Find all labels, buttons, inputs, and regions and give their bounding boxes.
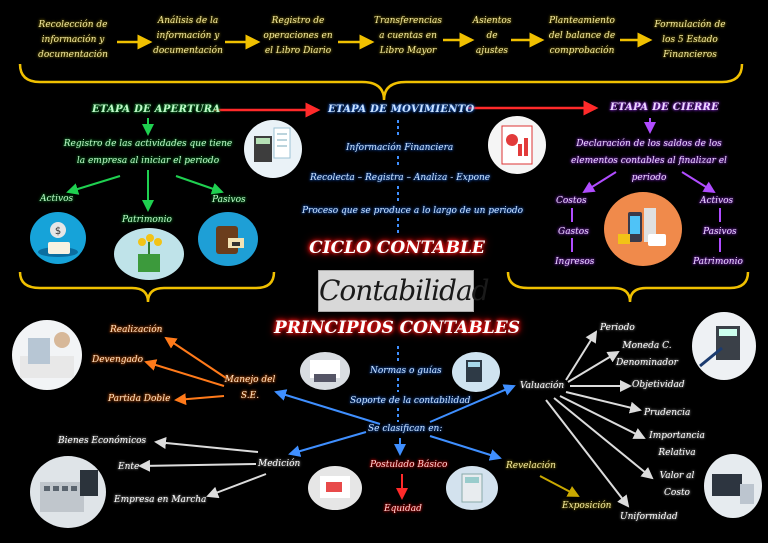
- apertura-item-patrimonio: Patrimonio: [122, 215, 172, 225]
- principios-contables-title: PRINCIPIOS CONTABLES: [274, 318, 520, 338]
- movimiento-process: Proceso que se produce a lo largo de un …: [302, 206, 524, 216]
- process-step-5: Asientos de ajustes: [472, 16, 512, 56]
- wallet-icon: [198, 212, 258, 266]
- cierre-connectors: [571, 118, 721, 252]
- postulado-item-equidad: Equidad: [384, 504, 422, 514]
- revelacion-label: Revelación: [506, 461, 556, 471]
- stage-arrows: [214, 100, 599, 118]
- principios-soporte: Soporte de la contabilidad: [350, 396, 471, 406]
- medicion-connectors: [138, 437, 267, 499]
- calculator-documents-icon: [244, 120, 302, 178]
- valuacion-item-periodo: Periodo: [600, 323, 635, 333]
- cierre-right-pasivos: Pasivos: [703, 227, 737, 237]
- keyboard-calculator-icon: [30, 456, 106, 528]
- left-brace: [18, 271, 276, 303]
- manejo-item-partida-doble: Partida Doble: [108, 394, 171, 404]
- cierre-left-gastos: Gastos: [558, 227, 589, 237]
- cierre-left-ingresos: Ingresos: [555, 257, 595, 267]
- principios-normas: Normas o guías: [370, 366, 442, 376]
- cierre-right-patrimonio: Patrimonio: [693, 257, 743, 267]
- postulado-label: Postulado Básico: [370, 460, 448, 470]
- finance-devices-icon: [604, 192, 682, 266]
- valuacion-label: Valuación: [520, 381, 565, 391]
- manejo-connectors: [144, 336, 227, 406]
- stage-cierre-title: ETAPA DE CIERRE: [610, 102, 720, 113]
- process-step-3: Registro de operaciones en el Libro Diar…: [263, 16, 333, 56]
- cierre-left-costos: Costos: [556, 196, 587, 206]
- apertura-item-activos: Activos: [40, 194, 74, 204]
- revelacion-item-exposicion: Exposición: [562, 501, 612, 511]
- apertura-item-pasivos: Pasivos: [212, 195, 246, 205]
- valuacion-item-importancia: Importancia Relativa: [649, 431, 705, 458]
- medicion-item-ente: Ente: [118, 462, 140, 472]
- valuacion-item-prudencia: Prudencia: [644, 408, 691, 418]
- revelacion-connector: [539, 475, 580, 497]
- valuacion-connectors: [545, 330, 654, 508]
- principios-branches: [274, 384, 516, 461]
- process-step-4: Transferencias a cuentas en Libro Mayor: [373, 16, 443, 56]
- valuacion-item-moneda: Moneda C. Denominador: [616, 341, 678, 368]
- handshake-icon: [300, 352, 350, 390]
- svg-text:$: $: [55, 226, 61, 237]
- top-process-arrows: [117, 32, 653, 50]
- top-brace: [18, 63, 744, 101]
- contabilidad-logo: Contabilidad: [318, 270, 490, 312]
- money-bag-icon: $: [30, 212, 86, 264]
- laptop-calculator-icon: [704, 454, 762, 518]
- money-report-icon: [308, 466, 362, 510]
- process-step-1: Recolección de información y documentaci…: [38, 20, 108, 60]
- calculator-hand-icon: [452, 352, 500, 392]
- right-brace: [506, 271, 750, 303]
- cierre-description: Declaración de los saldos de los element…: [571, 139, 727, 183]
- apertura-description: Registro de las actividades que tiene la…: [63, 139, 233, 166]
- medicion-item-bienes: Bienes Económicos: [58, 436, 147, 446]
- manejo-label: Manejo del S.E.: [224, 375, 276, 401]
- growing-plant-icon: [114, 228, 184, 280]
- valuacion-item-uniformidad: Uniformidad: [620, 512, 678, 522]
- apertura-connectors: [66, 118, 224, 212]
- calculator-icon: [446, 466, 498, 510]
- stage-movimiento-title: ETAPA DE MOVIMIENTO: [328, 104, 475, 115]
- valuacion-item-objetividad: Objetividad: [632, 380, 685, 390]
- manejo-item-devengado: Devengado: [92, 355, 144, 365]
- manejo-item-realizacion: Realización: [110, 325, 163, 335]
- process-step-6: Planteamiento del balance de comprobació…: [548, 16, 616, 56]
- principios-clasifican: Se clasifican en:: [368, 424, 443, 434]
- movimiento-steps: Recolecta – Registra – Analiza - Expone: [310, 173, 491, 183]
- calculator-pen-icon: [692, 312, 756, 380]
- cierre-right-activos: Activos: [700, 196, 734, 206]
- valuacion-item-valor-costo: Valor al Costo: [659, 471, 695, 498]
- process-step-7: Formulación de los 5 Estado Financieros: [654, 20, 726, 60]
- report-chart-icon: [488, 116, 546, 174]
- process-step-2: Análisis de la información y documentaci…: [153, 16, 223, 56]
- stage-apertura-title: ETAPA DE APERTURA: [92, 104, 221, 115]
- ciclo-contable-title: CICLO CONTABLE: [309, 238, 485, 258]
- medicion-item-empresa: Empresa en Marcha: [114, 495, 207, 505]
- accountant-photo-icon: [12, 320, 82, 390]
- movimiento-info: Información Financiera: [346, 143, 454, 153]
- medicion-label: Medición: [258, 459, 301, 469]
